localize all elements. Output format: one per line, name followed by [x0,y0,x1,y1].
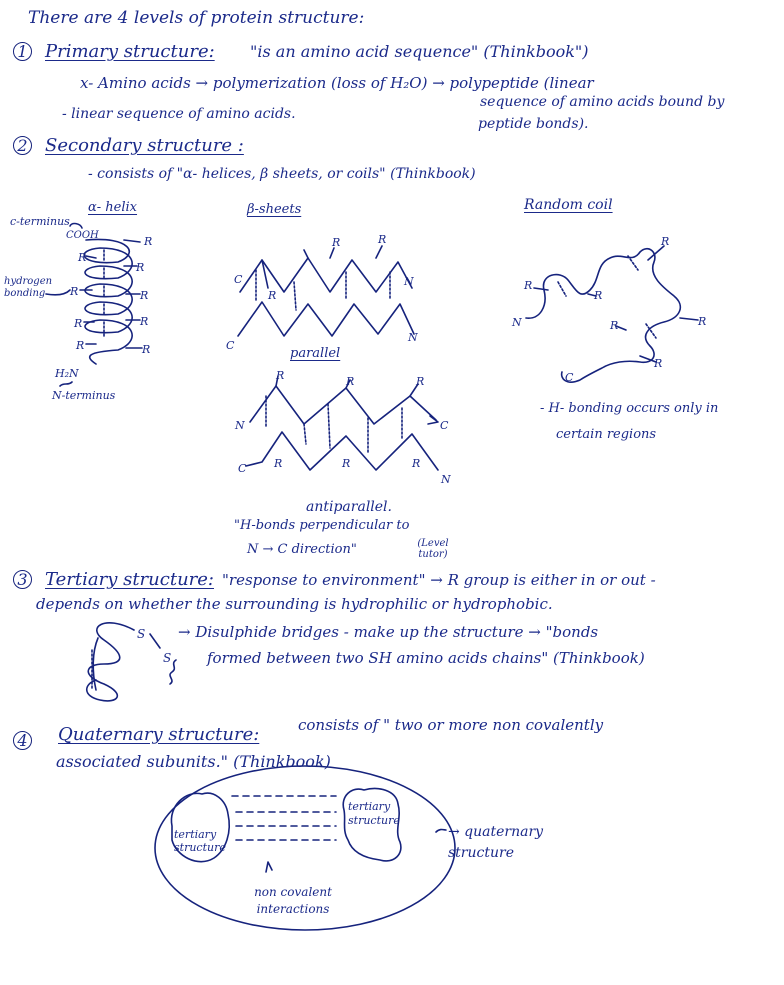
sheet-c-1: C [234,273,243,286]
n-terminus-label: N-terminus [52,389,116,402]
sheet-r-5: R [346,375,355,388]
coil-note-1: - H- bonding occurs only in [540,401,719,416]
helix-r-1: R [144,235,153,248]
hydrogen-bonding-label: hydrogen bonding [4,276,53,299]
sheets-note-1: "H-bonds perpendicular to [234,518,410,533]
beta-sheets-antiparallel [245,375,439,471]
sheet-n-2: N [408,331,418,344]
tertiary-heading: Tertiary structure: [45,569,214,590]
helix-r-3: R [140,289,149,302]
quaternary-diagram [154,765,456,931]
quaternary-line-2: associated subunits." (Thinkbook) [56,752,331,771]
helix-r-9: R [76,339,85,352]
coil-title: Random coil [524,197,613,213]
helix-r-2: R [136,261,145,274]
sheet-r-9: R [412,457,421,470]
sheets-source: (Level tutor) [417,538,449,560]
tertiary-s-label: S [137,627,146,641]
coil-n: N [512,316,522,329]
sheet-r-2: R [378,233,387,246]
section-number-2: 2 [13,136,32,155]
coil-r-4: R [610,319,619,332]
helix-r-6: R [78,251,87,264]
sheet-c-3: C [440,419,449,432]
sheet-n-3: N [235,419,245,432]
parallel-label: parallel [290,346,341,361]
sheet-r-3: R [268,289,277,302]
coil-r-5: R [698,315,707,328]
coil-note-2: certain regions [556,427,657,442]
sheets-title: β-sheets [247,202,302,217]
alpha-helix-diagram [45,222,143,387]
section-number-1: 1 [13,42,32,61]
quaternary-line-1: consists of " two or more non covalently [298,716,604,734]
hbond-pointer [45,289,71,296]
secondary-heading: Secondary structure : [45,135,244,156]
coil-r-3: R [594,289,603,302]
sheet-r-7: R [274,457,283,470]
primary-line-1: x- Amino acids → polymerization (loss of… [80,74,594,92]
sheet-r-4: R [276,369,285,382]
sheet-r-6: R [416,375,425,388]
primary-heading: Primary structure: [45,41,215,62]
tertiary-line-3: → Disulphide bridges - make up the struc… [178,623,599,641]
tertiary-line-4: formed between two SH amino acids chains… [207,649,645,667]
random-coil-diagram [525,245,699,383]
coil-c: C [565,371,574,384]
secondary-consists: - consists of "α- helices, β sheets, or … [88,166,476,182]
intro-line: There are 4 levels of protein structure: [28,8,365,28]
cooh-label: COOH [66,230,99,241]
helix-pointer [69,222,83,229]
sheet-n-4: N [441,473,451,486]
sheet-c-2: C [226,339,235,352]
helix-coil [83,238,133,365]
helix-r-4: R [140,315,149,328]
quaternary-label: → quaternary structure [448,824,544,861]
tertiary-line-2: depends on whether the surrounding is hy… [36,595,553,613]
coil-r-1: R [661,235,670,248]
coil-r-2: R [524,279,533,292]
tertiary-s-label-2: S [163,651,172,665]
section-number-3: 3 [13,570,32,589]
section-number-4: 4 [13,731,32,750]
beta-sheets-parallel [237,245,415,337]
c-terminus-label: c-terminus [10,215,70,228]
sheet-c-4: C [238,462,247,475]
tertiary-line-1: "response to environment" → R group is e… [222,571,656,589]
sub-left-label: tertiary structure [174,828,226,855]
coil-r-6: R [654,357,663,370]
noncovalent-label: non covalent interactions [254,885,332,917]
tertiary-helix-diagram [85,622,177,702]
h2n-label: H₂N [55,367,79,380]
antiparallel-label: antiparallel. [306,499,392,515]
primary-line-2-right: sequence of amino acids bound by [480,94,725,110]
helix-r-7: R [70,285,79,298]
helix-title: α- helix [88,200,138,215]
quaternary-heading: Quaternary structure: [58,724,260,745]
sheet-r-8: R [342,457,351,470]
primary-line-2: - linear sequence of amino acids. [62,106,296,122]
helix-r-8: R [74,317,83,330]
primary-quote: "is an amino acid sequence" (Thinkbook") [250,42,589,61]
primary-line-3-right: peptide bonds). [478,116,589,132]
sheet-r-1: R [332,236,341,249]
helix-r-5: R [142,343,151,356]
sub-right-label: tertiary structure [348,800,400,827]
sheets-note-2: N → C direction" [247,542,357,557]
